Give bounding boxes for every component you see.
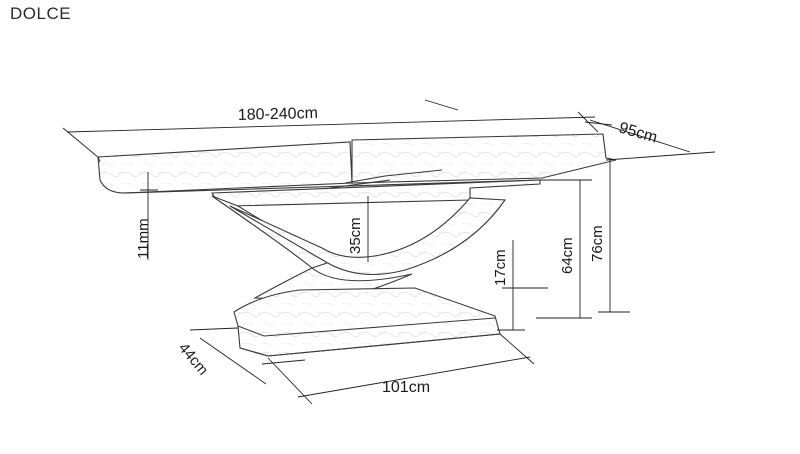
- length-label: 180-240cm: [238, 105, 318, 124]
- dimension-labels: 180-240cm 95cm 11mm 35cm 17cm 64cm 76cm …: [135, 105, 659, 396]
- base-height-label: 17cm: [492, 249, 509, 286]
- width-dimension-line: [589, 119, 691, 153]
- left-arm: [211, 195, 332, 269]
- thickness-label: 11mm: [135, 218, 152, 259]
- table-top-extension-leaf: [351, 133, 617, 184]
- pedestal-base: [211, 179, 541, 357]
- table-top: [97, 133, 617, 194]
- product-title: DOLCE: [10, 4, 72, 23]
- base-plate: [233, 287, 501, 357]
- leg-opening-label: 35cm: [347, 217, 364, 254]
- length-dimension-line: [66, 116, 596, 133]
- dimension-lines: [62, 99, 716, 405]
- frame-height-label: 64cm: [559, 237, 576, 274]
- depth-label: 44cm: [175, 340, 212, 379]
- total-height-label: 76cm: [589, 225, 606, 262]
- width-label: 95cm: [617, 120, 659, 147]
- table-top-fixed-panel: [97, 141, 353, 194]
- base-length-label: 101cm: [382, 379, 430, 396]
- depth-dimension-line: [199, 337, 267, 385]
- base-length-dimension-line: [297, 356, 531, 398]
- u-curve-body: [229, 197, 507, 276]
